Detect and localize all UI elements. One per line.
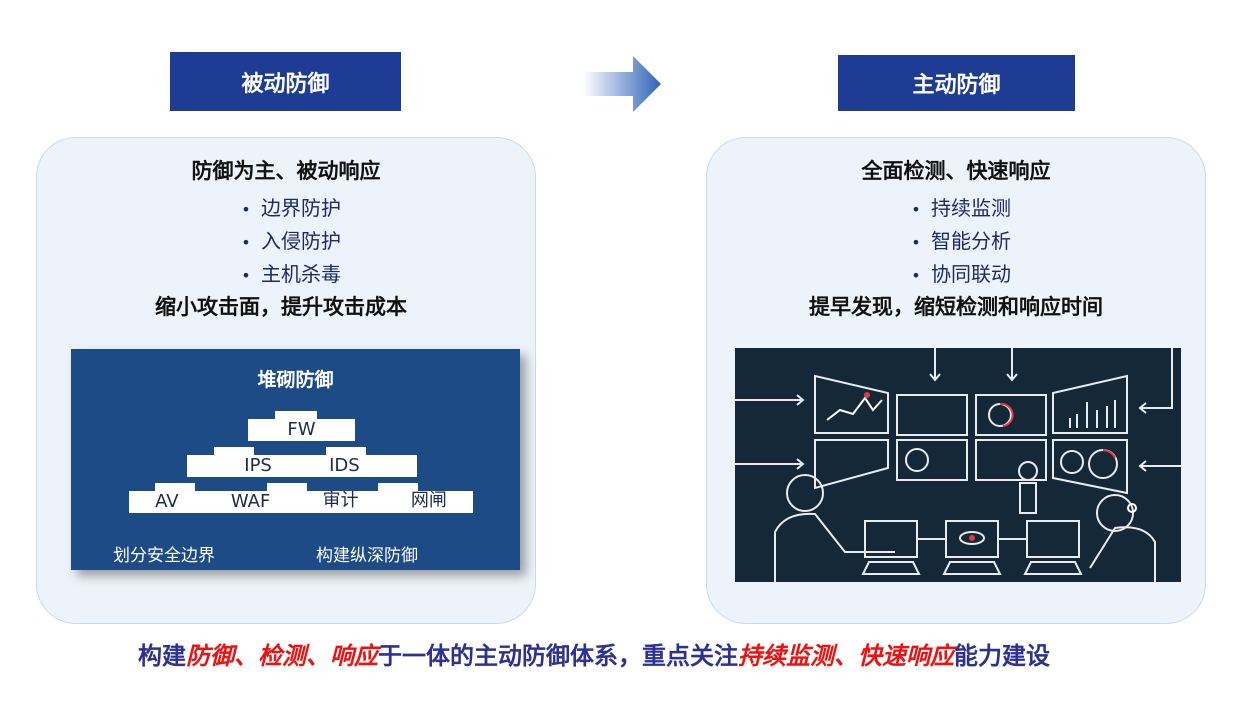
- card-title: 防御为主、被动响应: [191, 159, 381, 183]
- bullet-dot: •: [241, 233, 251, 252]
- bullet-dot: •: [241, 266, 251, 285]
- workstations: [861, 520, 1083, 575]
- screen-checklist: [814, 439, 889, 490]
- bullet-text: 智能分析: [931, 229, 1011, 253]
- card-summary: 缩小攻击面，提升攻击成本: [155, 295, 407, 319]
- bullet-text: 入侵防护: [261, 229, 341, 253]
- bullet-item: • 主机杀毒: [37, 258, 535, 287]
- screen-bars: [1052, 374, 1128, 434]
- screen-text: [896, 394, 968, 436]
- conclusion-statement: 构建防御、检测、响应于一体的主动防御体系，重点关注持续监测、快速响应能力建设: [138, 636, 1050, 671]
- statement-text: 能力建设: [954, 642, 1050, 670]
- statement-highlight: 防御、检测、响应: [186, 642, 378, 670]
- statement-text: 构建: [138, 642, 186, 670]
- wall-row-2: IPS IDS: [187, 455, 417, 477]
- statement-highlight: 持续监测、快速响应: [738, 642, 954, 670]
- wall-label: AV: [155, 491, 179, 512]
- wall-label: 审计: [322, 490, 359, 511]
- bullet-item: • 协同联动: [707, 258, 1205, 287]
- bullet-item: • 持续监测: [707, 192, 1205, 221]
- screen-globe: [896, 439, 968, 481]
- wall-label: IDS: [329, 455, 360, 476]
- screen-rings: [1052, 439, 1128, 495]
- bullet-item: • 智能分析: [707, 225, 1205, 254]
- screen-log: [975, 439, 1047, 481]
- monitoring-center-illustration: [735, 348, 1181, 582]
- wall-row-1: FW: [248, 419, 355, 441]
- wall-label: WAF: [230, 491, 271, 512]
- wall-label: 网闸: [410, 490, 447, 511]
- bullet-dot: •: [911, 200, 921, 219]
- caption-right: 构建纵深防御: [316, 546, 418, 566]
- bullet-text: 持续监测: [931, 196, 1011, 220]
- operators: [774, 461, 1156, 582]
- image-title: 堆砌防御: [257, 369, 334, 391]
- flow-arrows: [735, 348, 1181, 472]
- screen-donut: [975, 394, 1047, 436]
- passive-defense-header: 被动防御: [170, 52, 401, 111]
- header-label: 被动防御: [241, 71, 330, 97]
- arrow-right-icon: [583, 56, 661, 112]
- bullet-text: 边界防护: [261, 196, 341, 220]
- active-defense-header: 主动防御: [838, 55, 1075, 111]
- bullet-text: 主机杀毒: [261, 262, 341, 286]
- wall-row-3: AV WAF 审计 网闸: [129, 490, 473, 513]
- bullet-item: • 入侵防护: [37, 225, 535, 254]
- bullet-text: 协同联动: [931, 262, 1011, 286]
- caption-left: 划分安全边界: [113, 546, 215, 566]
- statement-text: 于一体的主动防御体系，重点关注: [378, 642, 738, 670]
- card-title: 全面检测、快速响应: [861, 159, 1051, 183]
- header-label: 主动防御: [912, 73, 1001, 98]
- card-summary: 提早发现，缩短检测和响应时间: [809, 295, 1103, 319]
- wall-label: IPS: [244, 455, 272, 476]
- screen-chart: [814, 374, 889, 434]
- bullet-dot: •: [911, 266, 921, 285]
- monitor-wall: [814, 374, 1128, 495]
- stacked-defense-image: 堆砌防御 FW IPS IDS AV WAF 审计 网闸 划分安全边界 构建纵深防御: [71, 349, 520, 570]
- wall-label: FW: [287, 419, 316, 440]
- bullet-dot: •: [911, 233, 921, 252]
- bullet-item: • 边界防护: [37, 192, 535, 221]
- bullet-dot: •: [241, 200, 251, 219]
